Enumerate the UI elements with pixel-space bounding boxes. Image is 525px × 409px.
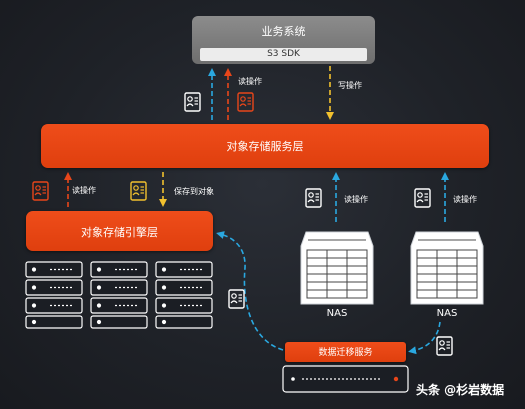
data-migration-service: 数据迁移服务 — [285, 342, 406, 362]
read-operation-label: 读操作 — [72, 186, 96, 195]
document-icon — [228, 289, 245, 309]
document-icon — [305, 188, 322, 208]
document-icon — [32, 181, 49, 201]
document-icon — [414, 188, 431, 208]
nas-left-label: NAS — [326, 308, 348, 319]
nas-device-right-icon — [410, 231, 484, 305]
migration-arrow-from-nas — [408, 321, 441, 355]
migration-service-label: 数据迁移服务 — [318, 348, 373, 358]
migration-arrow-to-engine — [216, 231, 284, 351]
engine-layer-label: 对象存储引擎层 — [81, 226, 158, 239]
read-operation-label: 读操作 — [344, 195, 368, 204]
object-storage-service-layer: 对象存储服务层 — [41, 124, 489, 168]
object-storage-engine-layer: 对象存储引擎层 — [26, 211, 213, 251]
save-to-object-label: 保存到对象 — [174, 187, 214, 196]
read-operation-label: 读操作 — [238, 77, 262, 86]
business-system-title: 业务系统 — [261, 25, 306, 38]
migration-server-icon — [282, 365, 409, 393]
business-system-box: 业务系统 S3 SDK — [192, 16, 375, 64]
document-icon — [130, 181, 147, 201]
nas-device-left-icon — [300, 231, 374, 305]
document-icon — [436, 336, 453, 356]
write-operation-label: 写操作 — [338, 81, 362, 90]
watermark-text: 头条 @杉岩数据 — [416, 383, 505, 397]
read-operation-label: 读操作 — [453, 195, 477, 204]
nas-right-label: NAS — [436, 308, 458, 319]
s3-sdk-label: S3 SDK — [200, 48, 367, 61]
document-icon — [184, 92, 201, 112]
storage-server-group — [25, 261, 213, 329]
document-icon — [237, 92, 254, 112]
service-layer-label: 对象存储服务层 — [226, 140, 304, 153]
